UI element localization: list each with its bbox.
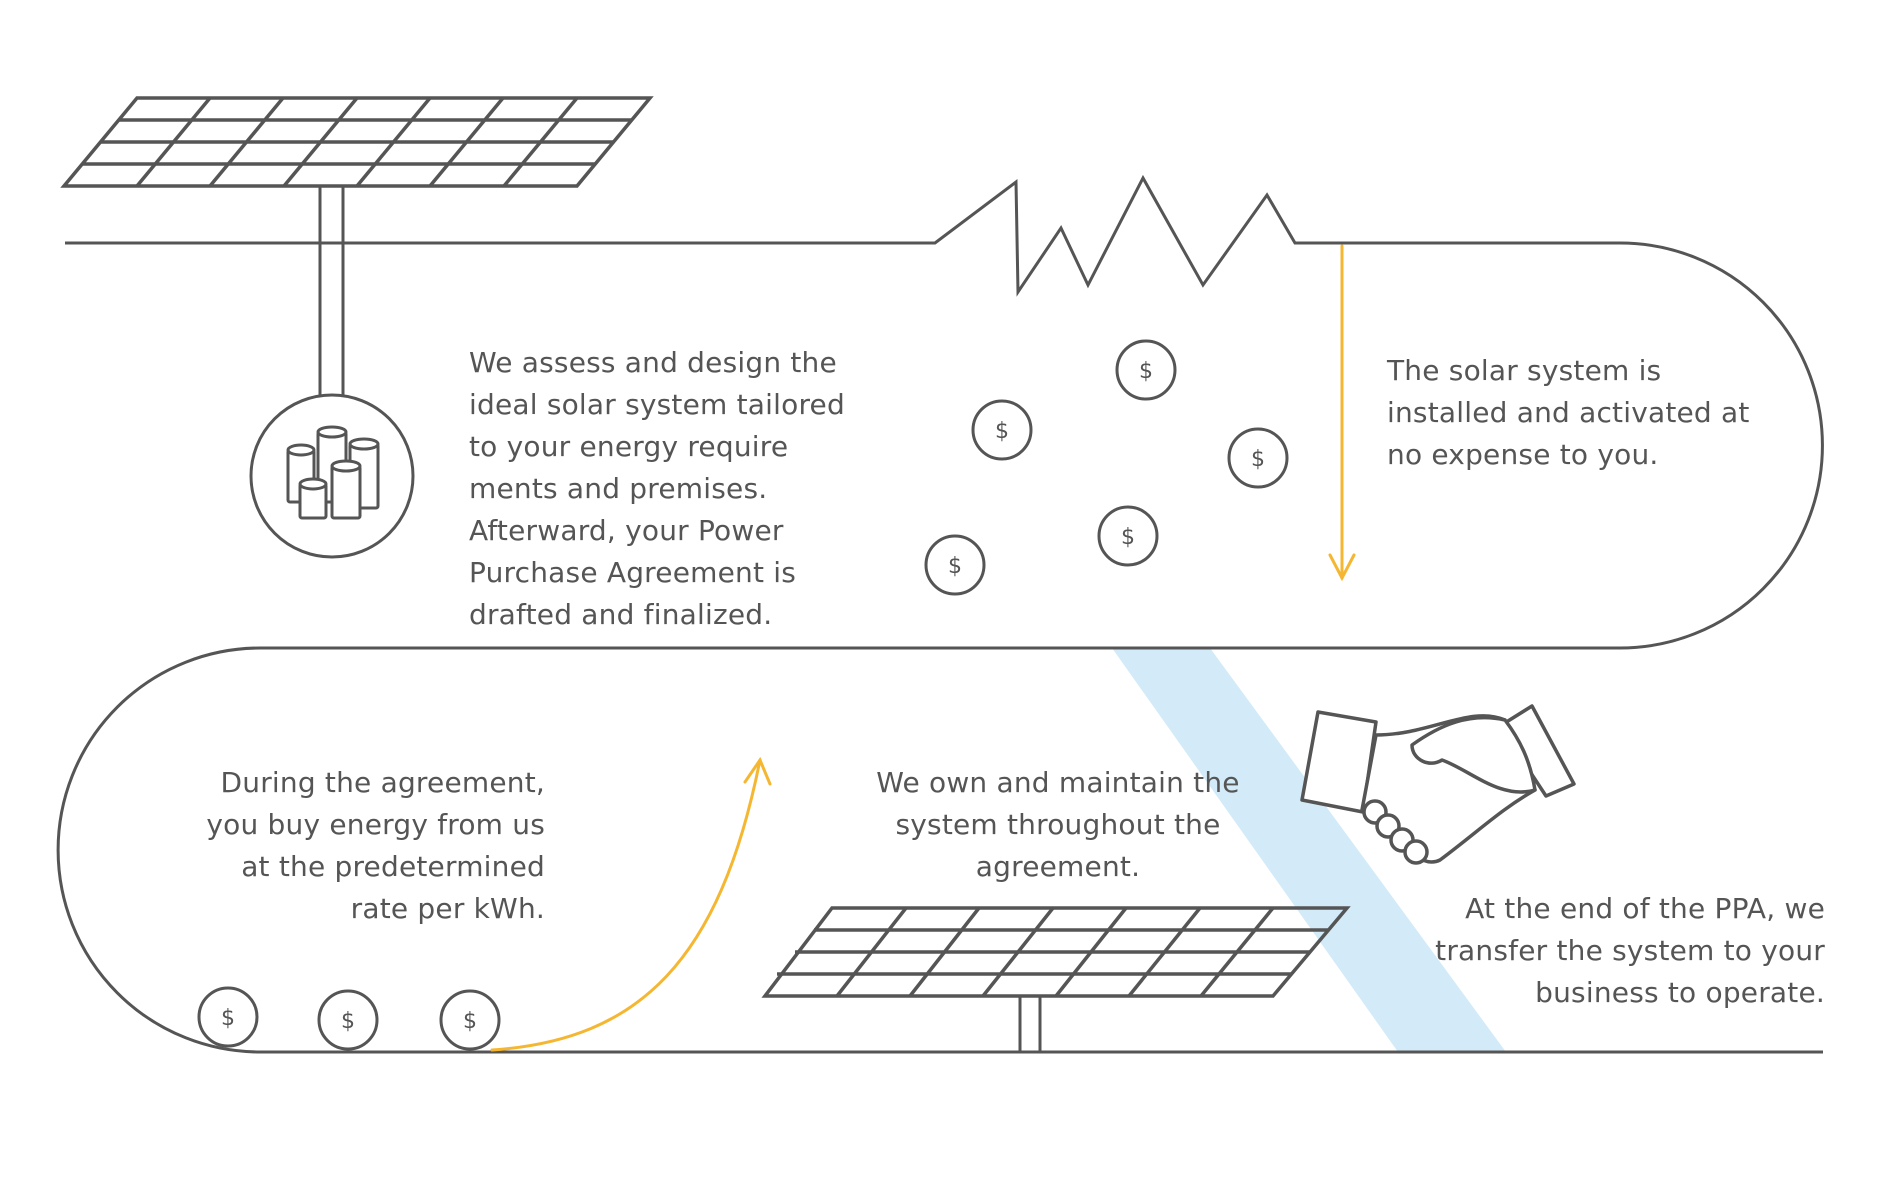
- step-own-line: We own and maintain the: [876, 766, 1240, 799]
- step-assess-text: We assess and design the ideal solar syst…: [469, 342, 845, 636]
- dollar-coin-icon: $: [1097, 505, 1159, 567]
- step-buy-line: you buy energy from us: [206, 808, 545, 841]
- flow-path: [56, 174, 1824, 1054]
- step-transfer-text: At the end of the PPA, we transfer the sy…: [1380, 888, 1825, 1014]
- dollar-coin-icon: $: [197, 986, 259, 1048]
- dollar-coin-icon: $: [1227, 427, 1289, 489]
- dollar-coin-icon: $: [317, 989, 379, 1051]
- step-own-line: system throughout the: [895, 808, 1221, 841]
- step-install-line: no expense to you.: [1387, 438, 1659, 471]
- solar-panel-icon: [60, 96, 654, 188]
- step-buy-text: During the agreement, you buy energy from…: [160, 762, 545, 930]
- light-beam: [1112, 648, 1506, 1052]
- coin-symbol: $: [948, 554, 962, 579]
- dollar-coin-icon: $: [439, 989, 501, 1051]
- step-transfer-line: business to operate.: [1535, 976, 1825, 1009]
- step-install-text: The solar system is installed and activat…: [1387, 350, 1750, 476]
- step-assess-line: to your energy require: [469, 430, 789, 463]
- step-transfer-line: transfer the system to your: [1435, 934, 1825, 967]
- dollar-coin-icon: $: [1115, 339, 1177, 401]
- top-panel-mast: [318, 186, 345, 398]
- step-transfer-line: At the end of the PPA, we: [1465, 892, 1825, 925]
- dollar-coin-icon: $: [971, 399, 1033, 461]
- step-assess-line: Afterward, your Power: [469, 514, 784, 547]
- dollar-coin-icon: $: [924, 534, 986, 596]
- step-install-line: The solar system is: [1387, 354, 1662, 387]
- coin-symbol: $: [995, 419, 1009, 444]
- step-assess-line: ideal solar system tailored: [469, 388, 845, 421]
- step-buy-line: at the predetermined: [241, 850, 545, 883]
- solar-panel-icon: [761, 906, 1351, 998]
- arrow-icon: [1328, 244, 1356, 582]
- coin-symbol: $: [463, 1009, 477, 1034]
- coin-group: $ $ $ $ $ $ $ $: [197, 339, 1289, 1051]
- arrow-icon: [490, 756, 772, 1052]
- coin-symbol: $: [1251, 447, 1265, 472]
- step-buy-line: During the agreement,: [220, 766, 545, 799]
- step-assess-line: drafted and finalized.: [469, 598, 773, 631]
- coin-symbol: $: [341, 1009, 355, 1034]
- step-assess-line: ments and premises.: [469, 472, 768, 505]
- coin-symbol: $: [221, 1006, 235, 1031]
- step-buy-line: rate per kWh.: [350, 892, 545, 925]
- step-own-text: We own and maintain the system throughout…: [848, 762, 1268, 888]
- step-assess-line: We assess and design the: [469, 346, 837, 379]
- step-assess-line: Purchase Agreement is: [469, 556, 797, 589]
- coin-symbol: $: [1121, 525, 1135, 550]
- step-install-line: installed and activated at: [1387, 396, 1750, 429]
- coin-symbol: $: [1139, 359, 1153, 384]
- cylinder-cluster-icon: [249, 393, 415, 559]
- handshake-icon: [1300, 704, 1576, 865]
- bottom-panel-mast: [1018, 996, 1042, 1052]
- step-own-line: agreement.: [975, 850, 1141, 883]
